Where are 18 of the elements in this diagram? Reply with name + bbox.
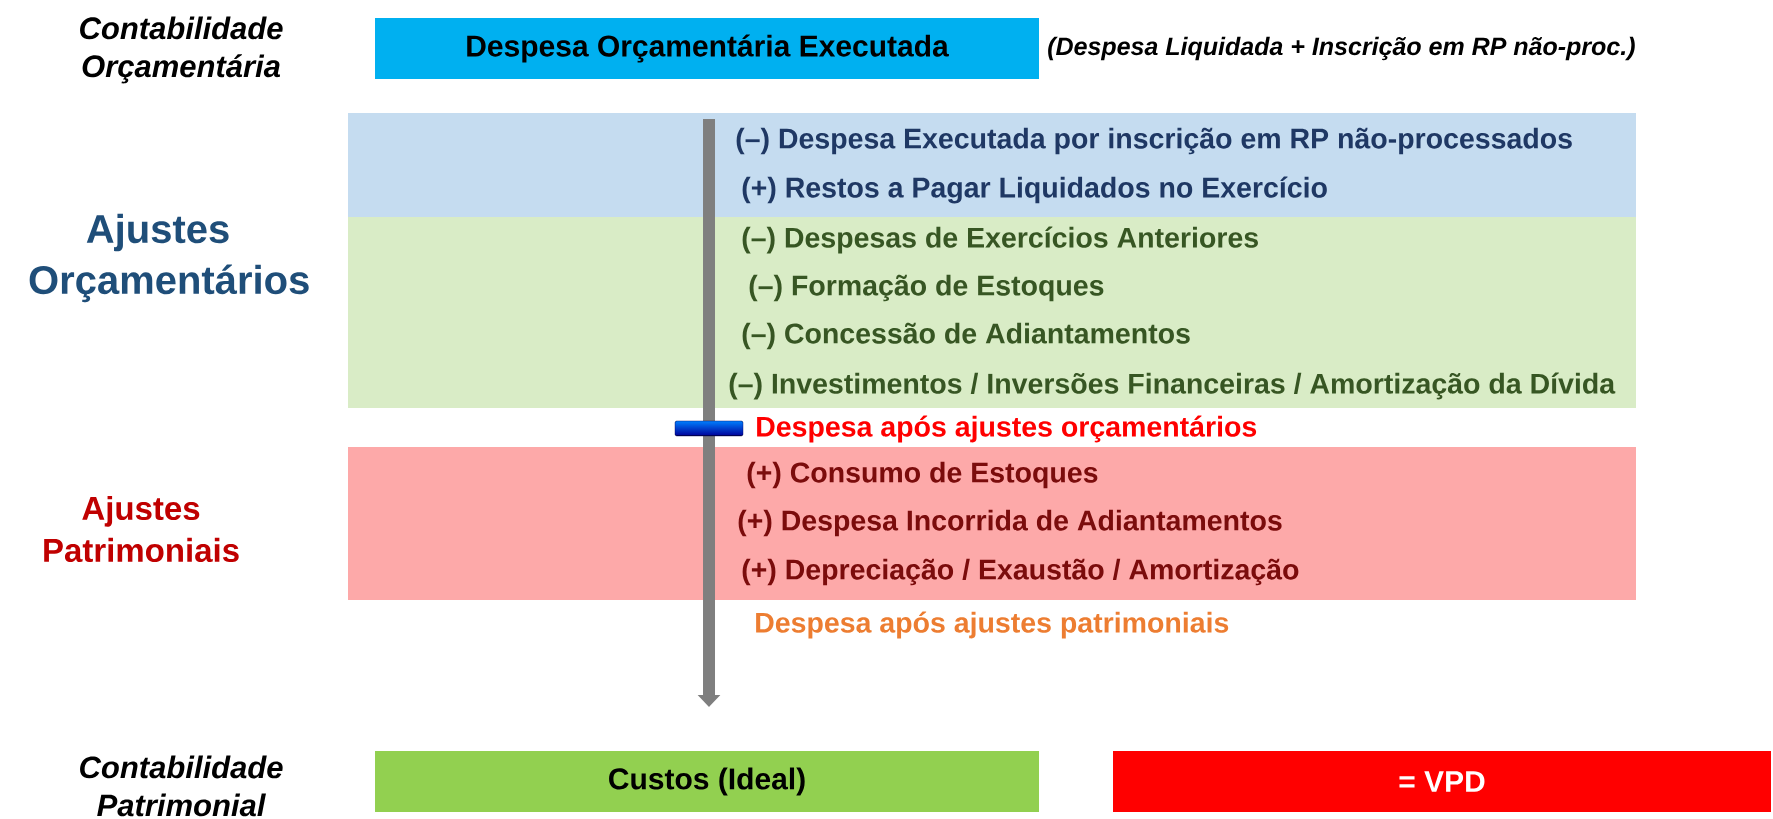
adjustment-item: (–) Despesa Executada por inscrição em RP não-processados (736, 127, 1572, 155)
section-heading: Ajustes Orçamentários (29, 213, 309, 303)
adjustment-item: (+) Depreciação / Exaustão / Amortização (742, 558, 1299, 586)
adjustment-item: (–) Concessão de Adiantamentos (742, 322, 1190, 350)
adjustment-item: (+) Despesa Incorrida de Adiantamentos (738, 509, 1282, 537)
note: (Despesa Liquidada + Inscrição em RP não-proc.) (1048, 36, 1635, 61)
text-box: Despesa Orçamentária Executada (375, 18, 1039, 79)
adjustment-item: (–) Despesas de Exercícios Anteriores (742, 226, 1258, 254)
adjustment-item: (+) Consumo de Estoques (747, 461, 1098, 489)
text-box: = VPD (1113, 751, 1771, 812)
text-box: Custos (Ideal) (375, 751, 1039, 812)
subtotal-label: Despesa após ajustes orçamentários (757, 415, 1257, 443)
section-heading: Contabilidade Patrimonial (80, 755, 283, 817)
adjustment-item: (–) Investimentos / Inversões Financeiras / Amortização da Dívida (729, 372, 1616, 400)
adjustment-item: (–) Formação de Estoques (749, 274, 1104, 302)
adjustment-item: (+) Restos a Pagar Liquidados no Exercício (742, 176, 1327, 204)
section-heading: Contabilidade Orçamentária (80, 16, 283, 84)
section-heading: Ajustes Patrimoniais (44, 495, 239, 563)
